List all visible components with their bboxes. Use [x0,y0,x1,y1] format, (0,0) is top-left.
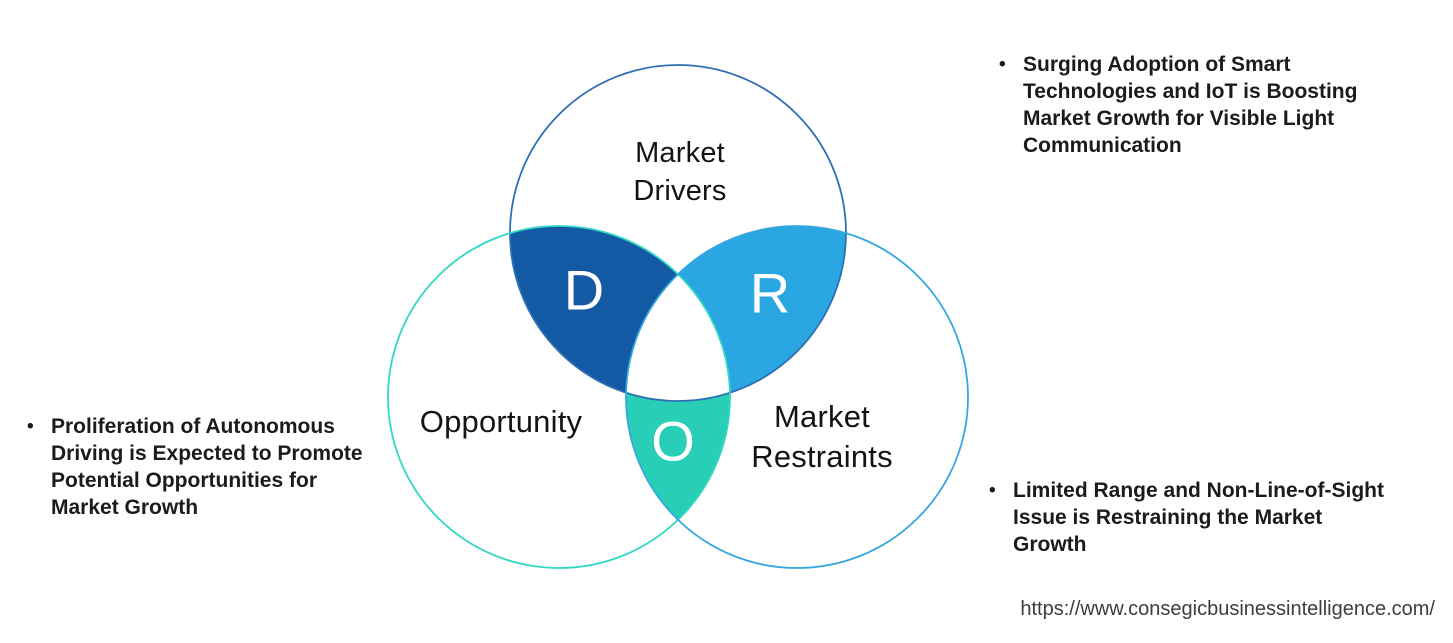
bullet-drivers: • Surging Adoption of Smart Technologies… [999,51,1357,159]
bullet-drivers-line: Communication [1023,134,1182,157]
label-market-drivers-line1: Market [635,137,725,169]
label-market-drivers-line2: Drivers [633,175,727,207]
bullet-drivers-text: Surging Adoption of Smart Technologies a… [1023,51,1357,159]
bullet-drivers-line: Market Growth for Visible Light [1023,107,1335,130]
bullet-opportunity-line: Proliferation of Autonomous [51,415,335,438]
bullet-marker: • [989,480,996,501]
bullet-restraints-line: Issue is Restraining the Market [1013,506,1323,529]
bullet-opportunity-line: Driving is Expected to Promote [51,442,363,465]
bullet-restraints-text: Limited Range and Non-Line-of-Sight Issu… [1013,477,1384,558]
label-market-restraints: Market Restraints [751,397,893,477]
overlap-region-r [678,225,847,393]
overlap-letter-r: R [749,261,791,325]
overlap-letter-d: D [563,258,605,322]
label-market-restraints-line2: Restraints [751,439,893,474]
bullet-drivers-line: Surging Adoption of Smart [1023,53,1291,76]
bullet-drivers-line: Technologies and IoT is Boosting [1023,80,1358,103]
bullet-marker: • [999,54,1006,75]
label-market-drivers: Market Drivers [633,134,726,210]
bullet-opportunity-line: Potential Opportunities for [51,469,317,492]
overlap-letter-o: O [651,409,695,473]
bullet-restraints-line: Limited Range and Non-Line-of-Sight [1013,479,1384,502]
bullet-opportunity-text: Proliferation of Autonomous Driving is E… [51,413,363,521]
source-url-link[interactable]: https://www.consegicbusinessintelligence… [1020,598,1435,620]
bullet-restraints-line: Growth [1013,533,1087,556]
bullet-opportunity: • Proliferation of Autonomous Driving is… [27,413,363,521]
overlap-region-d [509,225,678,393]
overlap-region-o [625,393,731,520]
circle-market-restraints [625,225,969,569]
label-market-restraints-line1: Market [774,399,870,434]
bullet-opportunity-line: Market Growth [51,496,199,519]
label-opportunity: Opportunity [419,404,583,439]
bullet-restraints: • Limited Range and Non-Line-of-Sight Is… [989,477,1384,558]
bullet-marker: • [27,416,34,437]
circle-opportunity [387,225,731,569]
